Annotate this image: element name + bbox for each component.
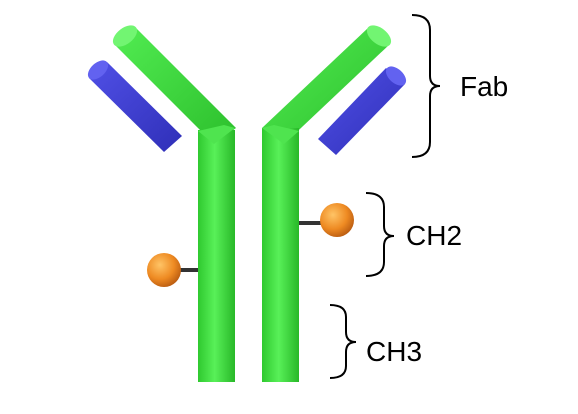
- right-glycan: [299, 203, 354, 237]
- right-light-chain: [318, 66, 407, 155]
- ch3-bracket: [329, 304, 357, 379]
- left-light-chain: [87, 60, 182, 152]
- ch3-label: CH3: [366, 336, 422, 367]
- fab-label: Fab: [460, 71, 508, 102]
- left-heavy-chain: [112, 25, 236, 382]
- ch2-bracket: [365, 192, 395, 277]
- fab-bracket: [411, 14, 441, 158]
- left-glycan: [147, 253, 198, 287]
- right-heavy-chain: [262, 25, 392, 382]
- ch2-label: CH2: [406, 220, 462, 251]
